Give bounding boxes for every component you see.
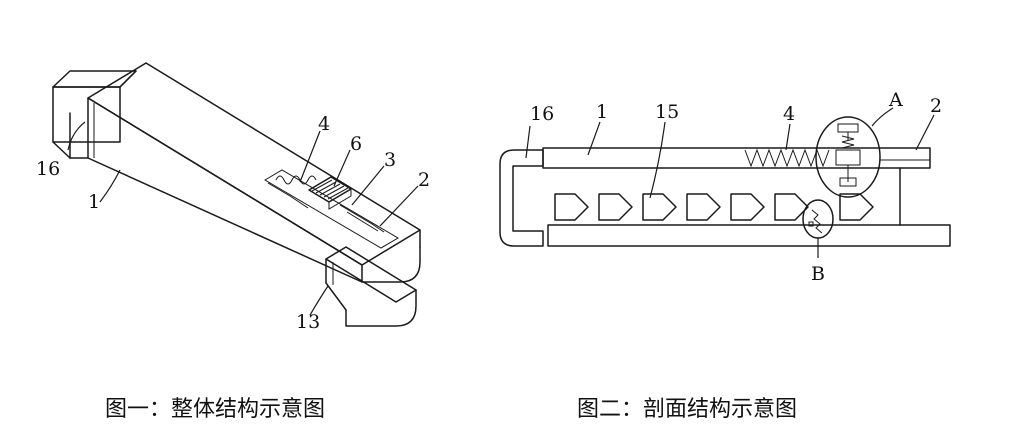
detail-A: [815, 116, 881, 198]
label-B: B: [811, 263, 825, 285]
label-2: 2: [930, 95, 942, 117]
staple-row-15: [554, 193, 874, 221]
label-3: 3: [384, 149, 396, 171]
figure-1-isometric-view: 16 1 4 6 3 2 13: [36, 62, 430, 333]
label-1: 1: [88, 191, 100, 213]
label-6: 6: [350, 133, 362, 155]
main-housing-1: [87, 62, 421, 283]
figure-1-leader-lines: [67, 121, 419, 316]
spring-4: [744, 148, 830, 168]
label-16: 16: [36, 158, 60, 180]
label-4: 4: [783, 103, 795, 125]
end-cap-16: [499, 149, 544, 247]
slot-assembly: [264, 169, 399, 249]
figure-2-cross-section: 16 1 15 4 A 2 B: [499, 89, 951, 285]
label-16: 16: [530, 103, 554, 125]
lower-wall: [547, 224, 951, 247]
label-2: 2: [418, 169, 430, 191]
lower-jaw-13: [325, 246, 417, 327]
end-cap-16: [52, 70, 137, 159]
label-1: 1: [596, 101, 608, 123]
label-4: 4: [318, 113, 330, 135]
label-A: A: [888, 89, 903, 111]
label-13: 13: [296, 311, 320, 333]
spring-4: [275, 175, 317, 185]
detail-B: [802, 199, 834, 239]
figure-2-caption: 图二：剖面结构示意图: [577, 397, 797, 422]
figure-1-caption: 图一：整体结构示意图: [105, 397, 325, 422]
figure-2-leader-lines: [525, 107, 935, 258]
upper-wall-1: [542, 147, 931, 169]
label-15: 15: [655, 101, 679, 123]
